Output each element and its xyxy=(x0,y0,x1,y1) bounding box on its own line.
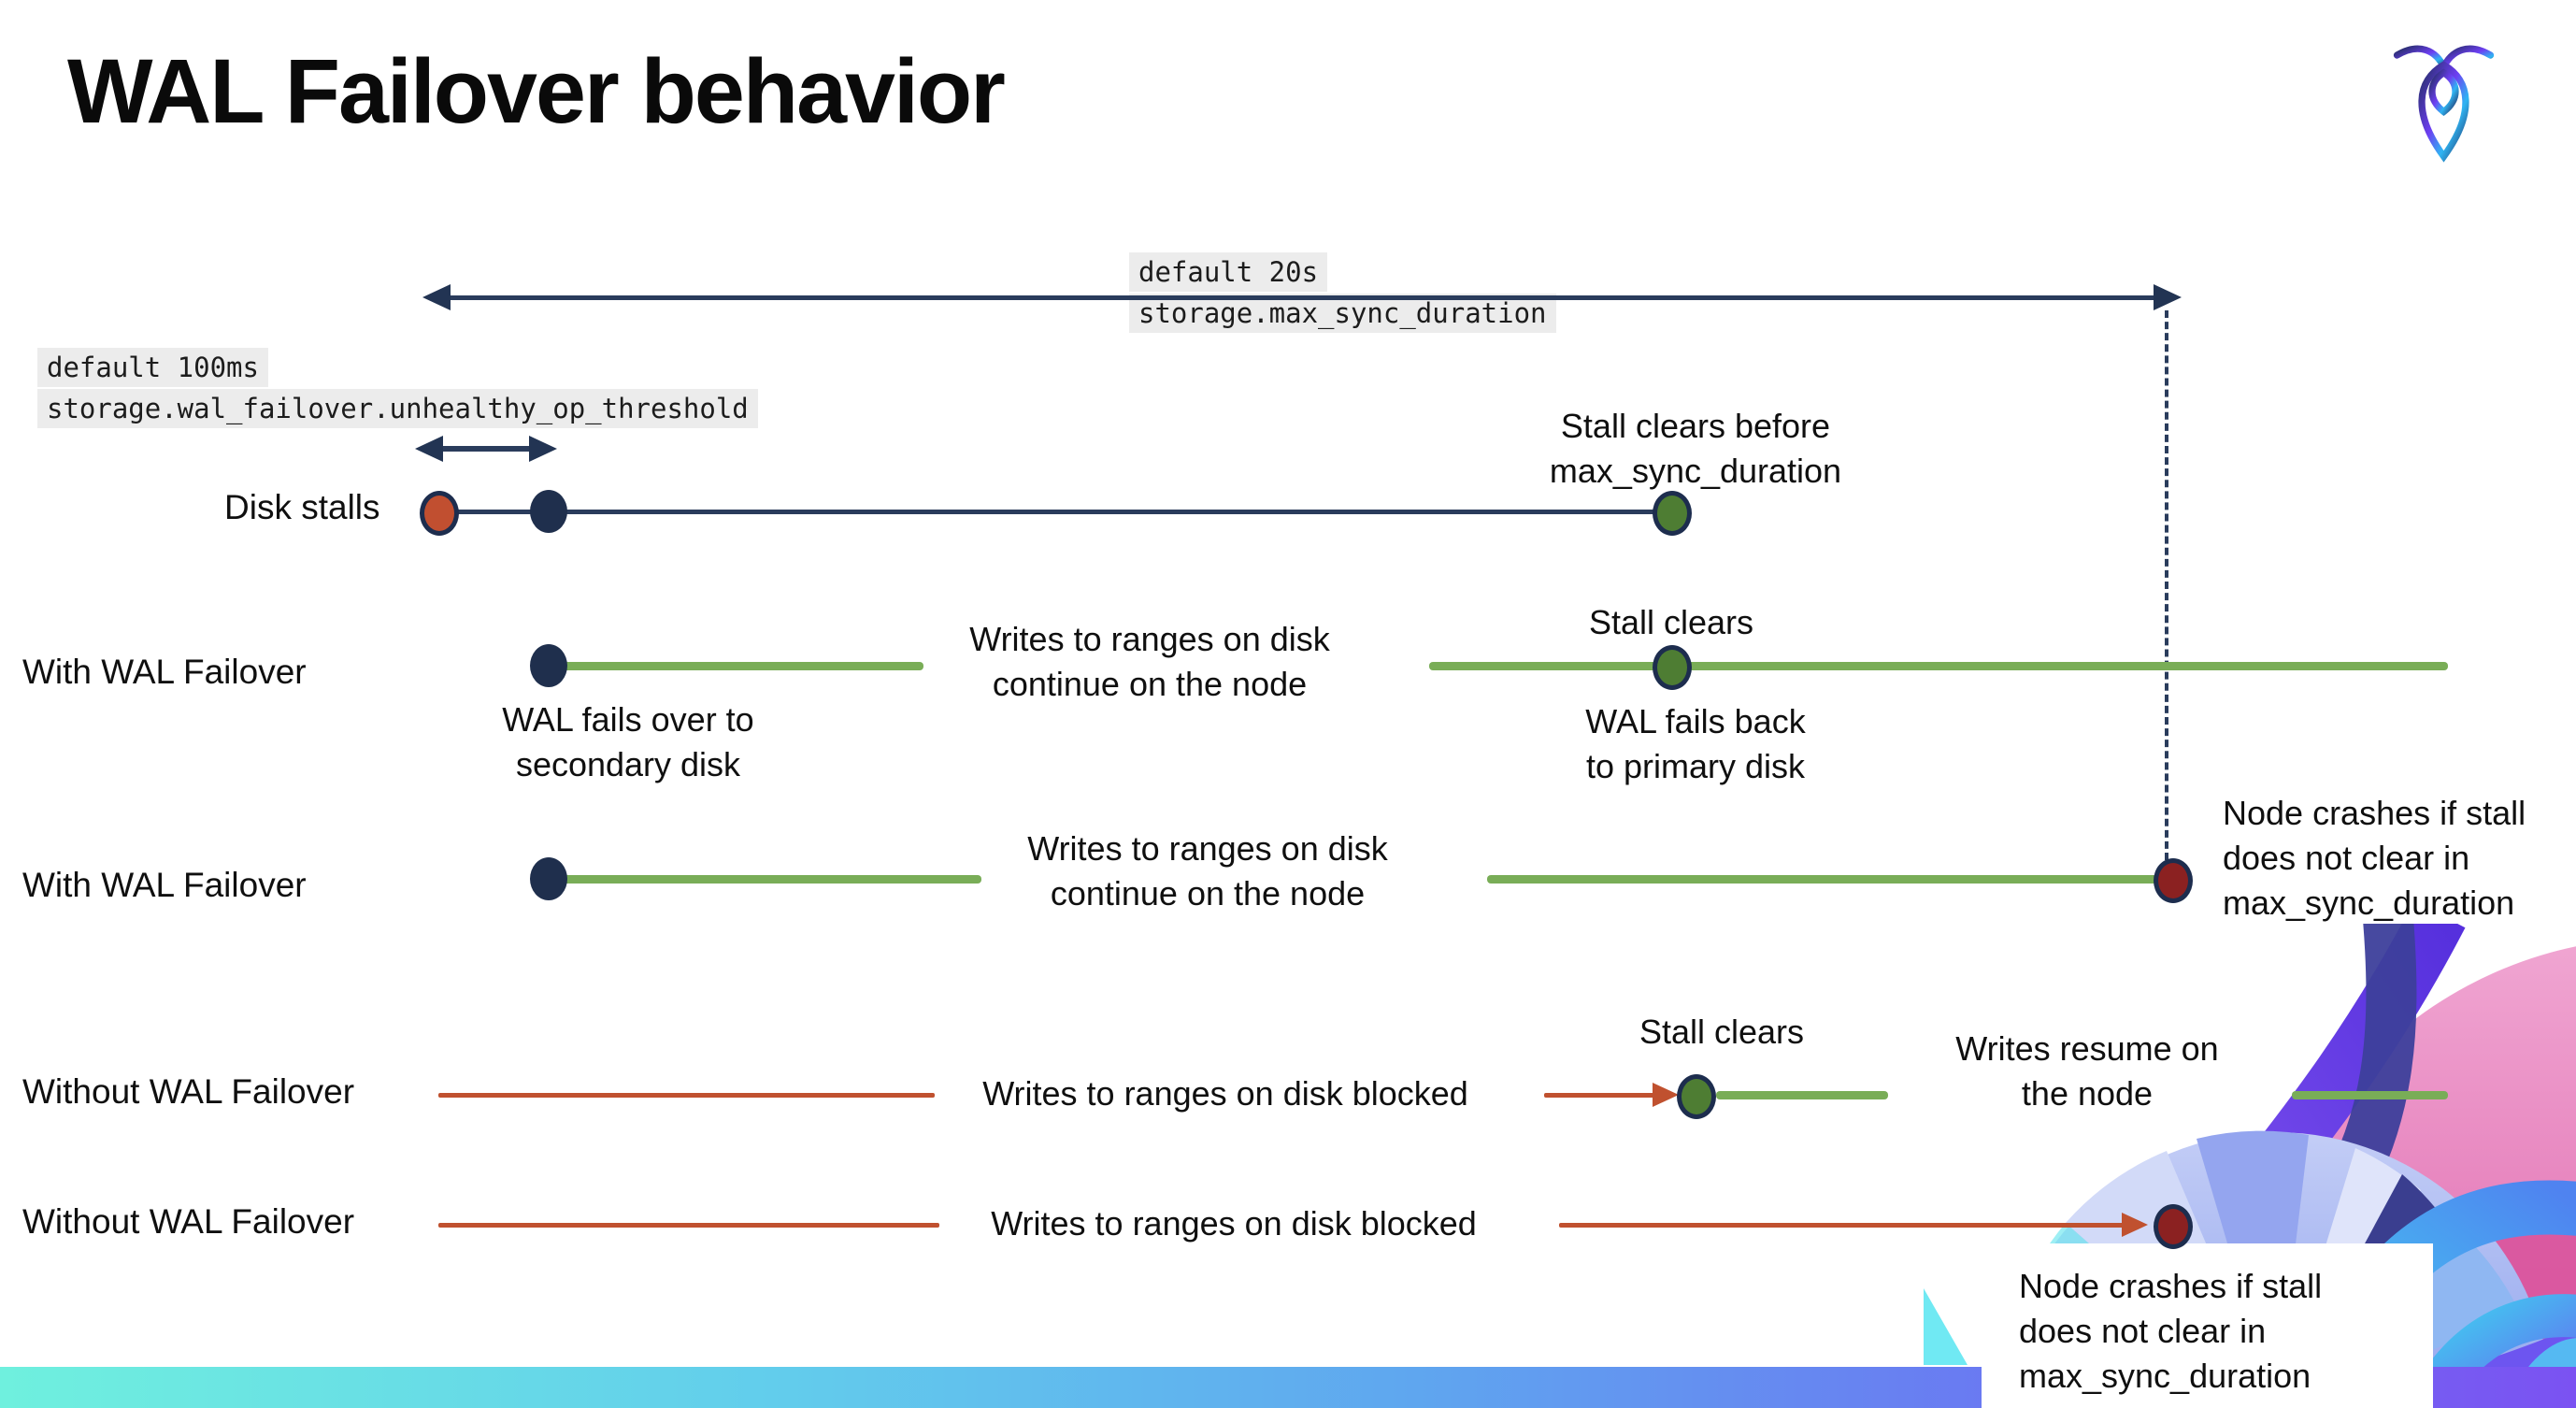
row5-red-line-a xyxy=(438,1223,939,1228)
node-crash-note-card: Node crashes if stall does not clear in … xyxy=(1982,1243,2433,1408)
row4-red-line-b xyxy=(1544,1093,1656,1098)
row5-red-arrow-icon xyxy=(2122,1213,2148,1237)
row4-stall-clears-dot xyxy=(1677,1074,1716,1119)
row3-failover-dot xyxy=(530,857,567,900)
page-title: WAL Failover behavior xyxy=(67,40,1006,142)
row3-green-line-b xyxy=(1487,875,2173,884)
row-label-without-wal-failover-2: Without WAL Failover xyxy=(22,1202,355,1241)
default-20s-label: default 20s xyxy=(1129,252,1328,292)
row-label-disk-stalls: Disk stalls xyxy=(224,488,380,526)
arrow-left-icon xyxy=(422,284,451,310)
note-wal-fails-back: WAL fails back to primary disk xyxy=(1585,702,1806,785)
stall-start-dot xyxy=(420,491,459,536)
unhealthy-op-threshold-callout: default 100ms storage.wal_failover.unhea… xyxy=(37,348,758,430)
threshold-arrow-right-icon xyxy=(529,436,557,462)
row-label-with-wal-failover-1: With WAL Failover xyxy=(22,653,307,691)
arrow-right-icon xyxy=(2154,284,2182,310)
row2-stall-clears-dot xyxy=(1653,645,1692,690)
note-stall-clears-before: Stall clears before max_sync_duration xyxy=(1549,407,1842,490)
threshold-arrow-left-icon xyxy=(415,436,443,462)
row-label-with-wal-failover-2: With WAL Failover xyxy=(22,866,307,904)
max-sync-duration-callout: default 20s storage.max_sync_duration xyxy=(1129,252,1556,335)
note-node-crashes-row5: Node crashes if stall does not clear in … xyxy=(2019,1267,2323,1395)
failover-threshold-dot xyxy=(530,490,567,533)
row2-green-line-a xyxy=(549,662,923,670)
row2-failover-dot xyxy=(530,644,567,687)
note-writes-resume: Writes resume on the node xyxy=(1955,1029,2219,1113)
row2-green-line-b xyxy=(1429,662,2448,670)
max-sync-duration-drop-line xyxy=(2165,310,2168,860)
row3-crash-dot xyxy=(2154,858,2193,903)
row4-red-arrow-icon xyxy=(1653,1083,1679,1107)
max-sync-duration-span-line xyxy=(439,295,2167,300)
note-writes-blocked-row5: Writes to ranges on disk blocked xyxy=(991,1204,1477,1243)
row4-green-line-a xyxy=(1716,1091,1888,1099)
note-stall-clears-row4: Stall clears xyxy=(1639,1013,1805,1051)
disk-stall-timeline xyxy=(439,510,1671,514)
unhealthy-op-threshold-setting-label: storage.wal_failover.unhealthy_op_thresh… xyxy=(37,389,758,428)
row-label-without-wal-failover-1: Without WAL Failover xyxy=(22,1072,355,1111)
stall-clears-dot-row1 xyxy=(1653,491,1692,536)
note-writes-blocked-row4: Writes to ranges on disk blocked xyxy=(982,1074,1468,1113)
note-node-crashes-row3: Node crashes if stall does not clear in … xyxy=(2223,794,2526,922)
threshold-span-line xyxy=(432,446,540,452)
row5-red-line-b xyxy=(1559,1223,2125,1228)
cockroachdb-logo-icon xyxy=(2393,45,2495,163)
note-stall-clears-row2: Stall clears xyxy=(1588,603,1754,641)
note-writes-continue-row3: Writes to ranges on disk continue on the… xyxy=(1027,829,1388,912)
note-wal-fails-over: WAL fails over to secondary disk xyxy=(502,700,754,783)
default-100ms-label: default 100ms xyxy=(37,348,268,387)
max-sync-duration-setting-label: storage.max_sync_duration xyxy=(1129,294,1556,333)
row5-crash-dot xyxy=(2154,1204,2193,1249)
row3-green-line-a xyxy=(549,875,981,884)
row4-green-line-b xyxy=(2292,1091,2448,1099)
row4-red-line-a xyxy=(438,1093,935,1098)
note-writes-continue-row2: Writes to ranges on disk continue on the… xyxy=(969,620,1330,703)
